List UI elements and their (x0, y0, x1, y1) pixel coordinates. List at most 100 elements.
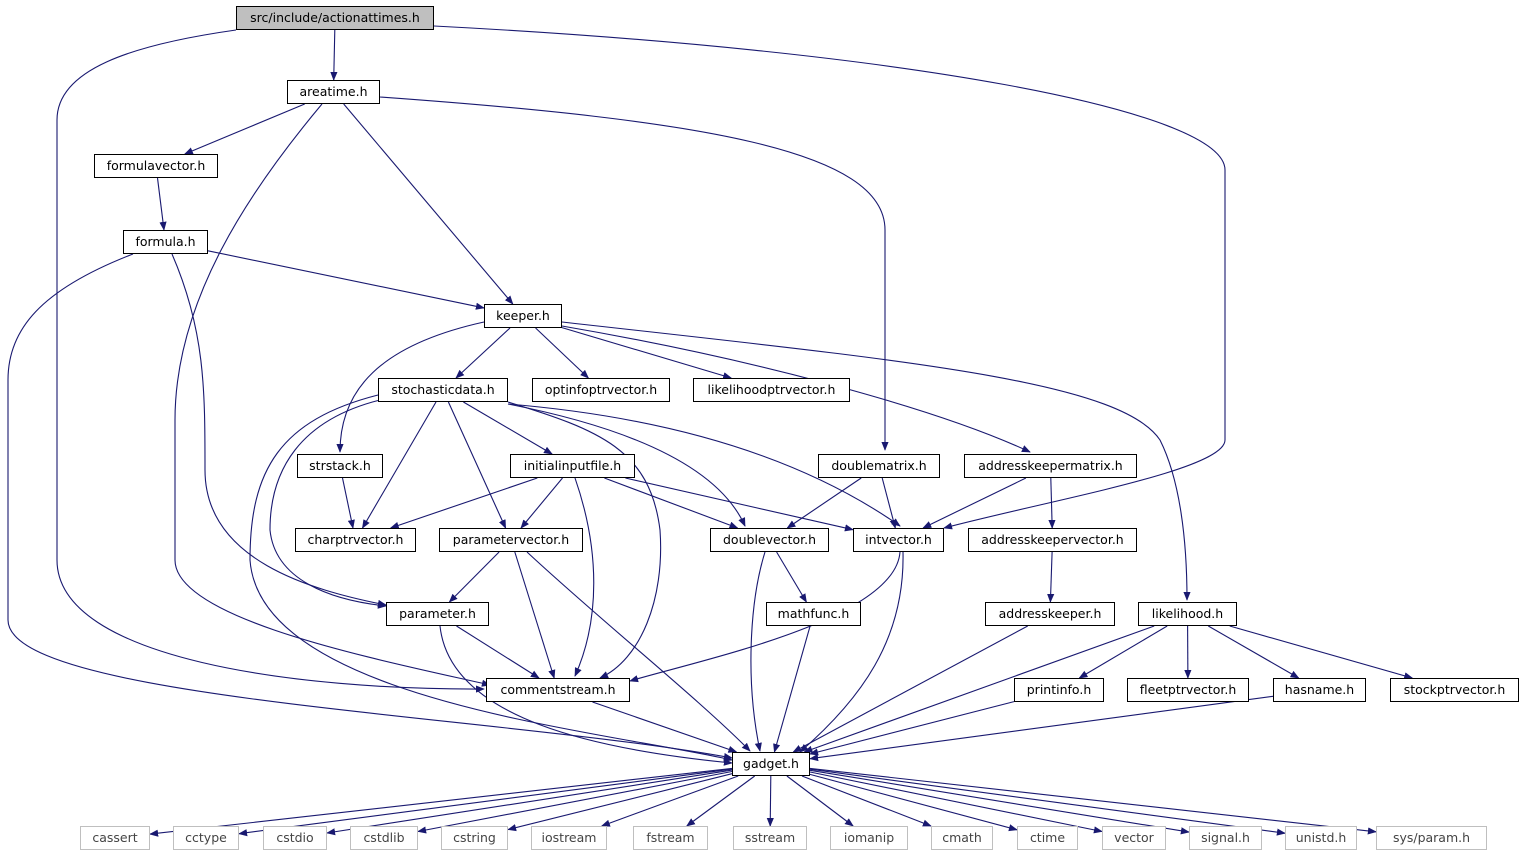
node-stockptrvector[interactable]: stockptrvector.h (1390, 678, 1519, 702)
edge-gadget-to-cstdlib (417, 770, 733, 834)
node-likelihoodptrvector[interactable]: likelihoodptrvector.h (693, 378, 850, 402)
edge-formula-to-gadget (7, 253, 733, 761)
node-ctime: ctime (1017, 826, 1078, 850)
edge-stochasticdata-to-initialinputfile (463, 401, 553, 455)
node-printinfo[interactable]: printinfo.h (1014, 678, 1104, 702)
edge-stochasticdata-to-doublevector (507, 403, 746, 527)
edge-keeper-to-likelihood (561, 321, 1191, 601)
node-areatime[interactable]: areatime.h (287, 80, 380, 104)
node-stochasticdata[interactable]: stochasticdata.h (378, 378, 508, 402)
edge-gadget-to-sstream (766, 775, 774, 827)
edge-parameter-to-commentstream (456, 625, 540, 679)
edge-keeper-to-stochasticdata (455, 327, 511, 379)
node-doublevector[interactable]: doublevector.h (710, 528, 829, 552)
edge-gadget-to-cmath (801, 775, 932, 827)
edge-gadget-to-cctype (238, 768, 733, 837)
node-cstdio: cstdio (263, 826, 327, 850)
node-cassert: cassert (80, 826, 150, 850)
edge-gadget-to-cstdio (326, 769, 733, 836)
node-hasname[interactable]: hasname.h (1273, 678, 1366, 702)
edge-parametervector-to-commentstream (514, 551, 556, 679)
edge-actionattimes-to-intvector (433, 25, 1226, 530)
edge-doublevector-to-gadget (750, 551, 766, 752)
edge-stochasticdata-to-parametervector (447, 401, 507, 529)
edge-gadget-to-vector (809, 771, 1103, 834)
edge-gadget-to-iostream (600, 775, 739, 827)
node-addresskeepermatrix[interactable]: addresskeepermatrix.h (964, 454, 1137, 478)
edge-keeper-to-likelihoodptrvector (561, 327, 733, 380)
edge-printinfo-to-gadget (809, 701, 1015, 756)
node-vector: vector (1102, 826, 1166, 850)
node-fstream: fstream (633, 826, 708, 850)
node-charptrvector[interactable]: charptrvector.h (295, 528, 416, 552)
node-keeper[interactable]: keeper.h (484, 304, 562, 328)
edge-doublematrix-to-intvector (881, 477, 897, 529)
edge-gadget-to-sysparam (809, 767, 1377, 835)
edge-addresskeepermatrix-to-intvector (922, 477, 1027, 529)
node-parameter[interactable]: parameter.h (386, 602, 489, 626)
node-gadget[interactable]: gadget.h (732, 752, 810, 776)
edge-stochasticdata-to-intvector (507, 403, 901, 527)
edge-likelihood-to-printinfo (1078, 625, 1168, 679)
edge-initialinputfile-to-doublevector (604, 477, 739, 529)
node-formulavector[interactable]: formulavector.h (94, 154, 218, 178)
node-strstack[interactable]: strstack.h (297, 454, 383, 478)
edge-gadget-to-cassert (149, 767, 733, 837)
edge-gadget-to-iomanip (786, 775, 854, 827)
edge-initialinputfile-to-intvector (625, 477, 854, 532)
node-optinfoptrvector[interactable]: optinfoptrvector.h (532, 378, 670, 402)
node-signal: signal.h (1189, 826, 1262, 850)
node-fleetptrvector[interactable]: fleetptrvector.h (1127, 678, 1249, 702)
edge-parametervector-to-gadget (526, 551, 751, 752)
edge-initialinputfile-to-charptrvector (389, 477, 538, 529)
edge-formula-to-keeper (207, 250, 485, 310)
edge-keeper-to-strstack (336, 321, 485, 453)
edge-keeper-to-optinfoptrvector (535, 327, 590, 379)
edge-doublevector-to-mathfunc (776, 551, 807, 603)
edge-parameter-to-gadget (439, 625, 733, 766)
edge-intvector-to-gadget (799, 551, 904, 753)
node-actionattimes: src/include/actionattimes.h (236, 6, 434, 30)
edge-initialinputfile-to-commentstream (574, 477, 595, 677)
edge-formula-to-parameter (171, 253, 387, 607)
node-initialinputfile[interactable]: initialinputfile.h (510, 454, 635, 478)
node-parametervector[interactable]: parametervector.h (439, 528, 583, 552)
node-sstream: sstream (733, 826, 807, 850)
edge-areatime-to-commentstream (174, 103, 491, 687)
node-doublematrix[interactable]: doublematrix.h (818, 454, 940, 478)
node-cmath: cmath (931, 826, 993, 850)
edge-addresskeeper-to-gadget (792, 625, 1028, 753)
node-sysparam: sys/param.h (1376, 826, 1487, 850)
edge-gadget-to-ctime (809, 773, 1018, 832)
edge-stochasticdata-to-parameter (269, 399, 387, 609)
node-addresskeepervector[interactable]: addresskeepervector.h (968, 528, 1137, 552)
node-cstdlib: cstdlib (350, 826, 418, 850)
edge-intvector-to-commentstream (629, 551, 901, 683)
edge-areatime-to-formulavector (183, 103, 305, 155)
node-iostream: iostream (531, 826, 607, 850)
node-intvector[interactable]: intvector.h (853, 528, 944, 552)
node-iomanip: iomanip (830, 826, 908, 850)
edge-formulavector-to-formula (156, 177, 167, 231)
edge-actionattimes-to-commentstream (56, 29, 485, 693)
edge-addresskeepervector-to-addresskeeper (1047, 551, 1055, 603)
node-addresskeeper[interactable]: addresskeeper.h (985, 602, 1115, 626)
edge-gadget-to-signal (809, 769, 1190, 835)
edge-actionattimes-to-areatime (330, 29, 338, 81)
node-likelihood[interactable]: likelihood.h (1138, 602, 1237, 626)
node-commentstream[interactable]: commentstream.h (486, 678, 630, 702)
edge-doublematrix-to-doublevector (786, 477, 862, 529)
edge-parametervector-to-parameter (448, 551, 500, 603)
edge-gadget-to-cstring (507, 773, 733, 832)
edge-mathfunc-to-gadget (773, 625, 811, 753)
node-cctype: cctype (173, 826, 239, 850)
node-formula[interactable]: formula.h (123, 230, 208, 254)
edge-commentstream-to-gadget (592, 701, 738, 753)
edge-likelihood-to-stockptrvector (1229, 625, 1414, 680)
edge-hasname-to-gadget (809, 695, 1274, 762)
edge-addresskeepermatrix-to-addresskeepervector (1048, 477, 1056, 529)
node-mathfunc[interactable]: mathfunc.h (766, 602, 861, 626)
edge-likelihood-to-gadget (803, 625, 1155, 753)
node-unistd: unistd.h (1285, 826, 1357, 850)
